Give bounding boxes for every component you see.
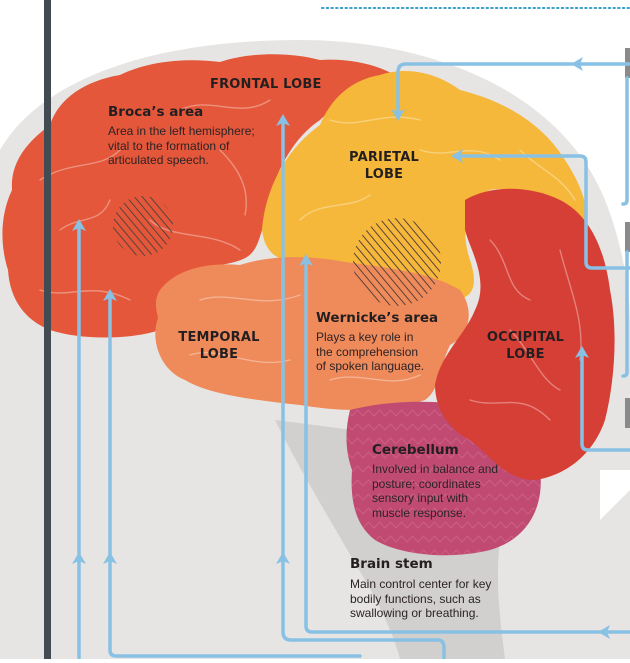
description-line: bodily functions, such as [350, 591, 481, 606]
description-line: Area in the left hemisphere; [108, 124, 255, 138]
cerebellum-description: Involved in balance and posture; coordin… [372, 462, 498, 520]
frontal-lobe-label: FRONTAL LOBE [210, 77, 322, 92]
arrow-down-icon [391, 109, 405, 121]
description-line: the comprehension [316, 344, 419, 359]
neural-pathways [77, 62, 630, 661]
temporal-lobe-label: TEMPORAL LOBE [174, 329, 264, 363]
arrow-left-icon [571, 57, 583, 71]
temporal-lobe-label-line1: TEMPORAL [178, 330, 260, 345]
occipital-lobe-label: OCCIPITAL LOBE [483, 329, 568, 363]
parietal-lobe-label-line2: LOBE [364, 167, 404, 182]
arrow-left-icon [598, 625, 610, 639]
brainstem-description: Main control center for key bodily funct… [350, 577, 491, 621]
arrow-up-icon [72, 552, 86, 564]
wernicke-area-callout: Wernicke’s area Plays a key role in the … [316, 310, 438, 374]
broca-area-callout: Broca’s area Area in the left hemisphere… [108, 104, 255, 168]
occipital-lobe-shape [435, 188, 615, 480]
temporal-lobe-label-line2: LOBE [199, 347, 239, 362]
parietal-lobe-label-line1: PARIETAL [349, 150, 419, 165]
arrow-up-icon [575, 346, 589, 358]
description-line: sensory input with [372, 491, 469, 505]
arrow-up-icon [276, 552, 290, 564]
parietal-lobe-shape [262, 70, 587, 300]
cerebellum-callout: Cerebellum Involved in balance and postu… [372, 442, 498, 520]
description-line: swallowing or breathing. [350, 606, 479, 620]
description-line: muscle response. [372, 505, 467, 520]
wernicke-area-title: Wernicke’s area [316, 310, 439, 326]
occipital-lobe-label-line1: OCCIPITAL [486, 330, 565, 345]
broca-area-marker [113, 196, 173, 256]
arrow-up-icon [103, 552, 117, 564]
description-line: Main control center for key [350, 577, 492, 591]
arrow-left-icon [451, 149, 463, 163]
left-divider [44, 0, 51, 659]
brainstem-callout: Brain stem Main control center for key b… [350, 556, 491, 621]
arrow-up-icon [72, 219, 86, 231]
description-line: articulated speech. [108, 153, 209, 167]
broca-area-title: Broca’s area [108, 104, 204, 120]
edge-tab-2 [625, 222, 630, 252]
description-line: Involved in balance and [372, 462, 499, 476]
description-line: of spoken language. [316, 359, 425, 373]
wernicke-area-marker [353, 218, 441, 306]
wernicke-area-description: Plays a key role in the comprehension of… [316, 330, 438, 374]
parietal-lobe-label: PARIETAL LOBE [344, 149, 424, 183]
brainstem-title: Brain stem [350, 556, 433, 572]
broca-area-description: Area in the left hemisphere; vital to th… [108, 124, 255, 168]
arrow-up-icon [276, 114, 290, 126]
description-line: Plays a key role in [316, 330, 414, 344]
occipital-lobe-label-line2: LOBE [506, 347, 545, 362]
cerebellum-title: Cerebellum [372, 442, 459, 458]
pathway-arrowheads [72, 57, 610, 639]
arrow-up-icon [103, 289, 117, 301]
description-line: posture; coordinates [372, 476, 481, 491]
edge-tab-3 [625, 398, 630, 428]
description-line: vital to the formation of [108, 138, 230, 153]
frontal-lobe-shape [2, 54, 400, 338]
arrow-up-icon [299, 254, 313, 266]
